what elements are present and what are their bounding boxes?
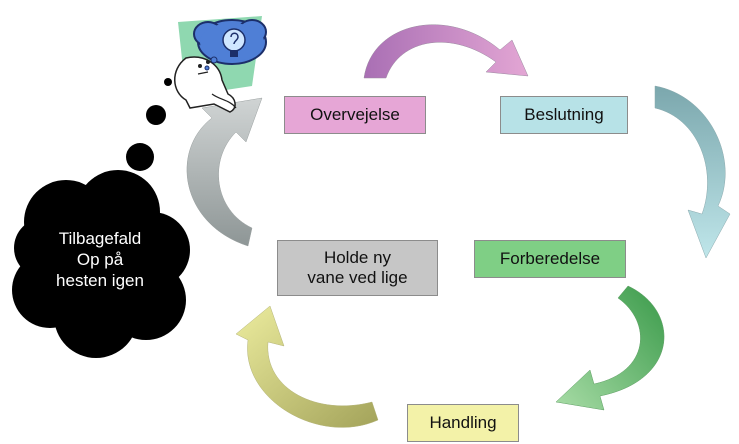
stage-beslutning-label: Beslutning — [524, 105, 604, 124]
stage-holde-label-line2: vane ved lige — [307, 268, 408, 287]
relapse-cloud — [12, 78, 190, 358]
relapse-cloud-text: Tilbagefald Op på hesten igen — [30, 228, 170, 291]
stage-holde-ny-vane: Holde ny vane ved lige — [277, 240, 438, 296]
relapse-line-2: Op på — [76, 250, 124, 269]
arrow-overvejelse-to-beslutning — [363, 24, 529, 79]
relapse-line-1: Tilbagefald — [58, 229, 142, 248]
lightbulb-icon — [193, 19, 267, 71]
relapse-line-3: hesten igen — [56, 271, 144, 290]
arrow-beslutning-to-forberedelse — [654, 85, 731, 259]
stage-handling-label: Handling — [429, 413, 497, 432]
arrow-forberedelse-to-handling — [555, 285, 665, 411]
stage-overvejelse-label: Overvejelse — [310, 105, 400, 124]
stage-holde-label-line1: Holde ny — [323, 248, 392, 267]
stage-handling: Handling — [407, 404, 519, 442]
stage-overvejelse: Overvejelse — [284, 96, 426, 134]
arrow-holde-to-overvejelse — [186, 97, 263, 247]
arrow-handling-to-holde — [235, 305, 379, 428]
stage-forberedelse: Forberedelse — [474, 240, 626, 278]
stage-beslutning: Beslutning — [500, 96, 628, 134]
stage-forberedelse-label: Forberedelse — [499, 249, 601, 268]
